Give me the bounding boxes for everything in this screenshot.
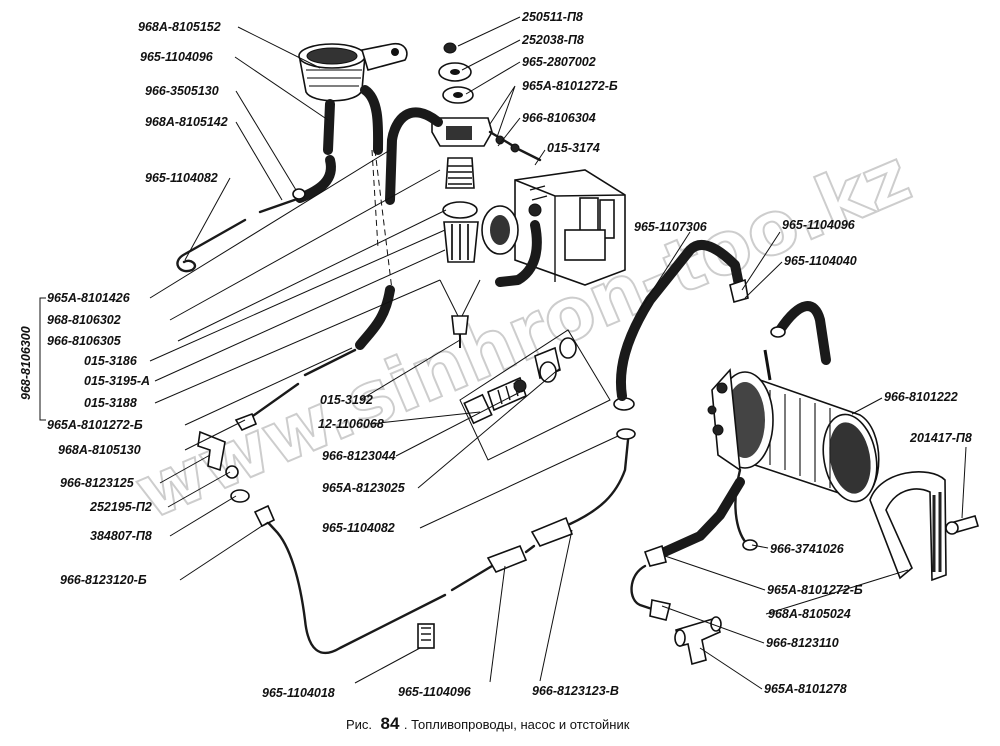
- labels-right: 965-1104096 965-1104040 966-8101222 2014…: [764, 218, 972, 696]
- part-label: 965-1104018: [262, 686, 335, 700]
- mounting-clamp: [869, 471, 979, 582]
- labels-bottom: 965-1104018 965-1104096 966-8123123-В: [262, 684, 619, 700]
- part-label: 965А-8101278: [764, 682, 847, 696]
- part-label: 968А-8105130: [58, 443, 141, 457]
- part-label: 968А-8105024: [768, 607, 851, 621]
- caption-number: 84: [381, 714, 400, 733]
- inset-box: [459, 329, 611, 461]
- part-label: 966-8106304: [522, 111, 596, 125]
- part-label: 966-8123110: [766, 636, 839, 650]
- part-label: 965А-8101272-Б: [767, 583, 863, 597]
- part-label: 015-3174: [547, 141, 600, 155]
- part-label: 015-3188: [84, 396, 137, 410]
- part-label: 252038-П8: [521, 33, 584, 47]
- part-label: 965-1104082: [145, 171, 218, 185]
- caption-text: . Топливопроводы, насос и отстойник: [404, 717, 630, 732]
- part-label: 966-8123123-В: [532, 684, 619, 698]
- pipe-loop: [176, 196, 302, 273]
- part-label: 968-8106302: [47, 313, 121, 327]
- part-label: 966-8101222: [884, 390, 958, 404]
- part-label: 965-1104082: [322, 521, 395, 535]
- sediment-filter: [431, 42, 493, 348]
- part-label: 015-3195-А: [84, 374, 150, 388]
- labels-top-right: 250511-П8 252038-П8 965-2807002 965А-810…: [521, 10, 618, 155]
- part-label: 966-3505130: [145, 84, 219, 98]
- part-label: 965-1104096: [140, 50, 214, 64]
- labels-left: 968А-8105152 965-1104096 966-3505130 968…: [19, 20, 228, 587]
- part-label: 965А-8101272-Б: [47, 418, 143, 432]
- part-label: 966-3741026: [770, 542, 845, 556]
- filter-cup: [298, 42, 408, 102]
- part-label: 965-1104096: [782, 218, 856, 232]
- part-label: 12-1106068: [318, 417, 384, 431]
- caption-prefix: Рис.: [346, 717, 372, 732]
- part-label: 965-1107306: [634, 220, 708, 234]
- part-label: 968А-8105142: [145, 115, 228, 129]
- part-label: 252195-П2: [89, 500, 152, 514]
- part-label: 965А-8101272-Б: [522, 79, 618, 93]
- part-label: 965-2807002: [522, 55, 596, 69]
- group-label: 968-8106300: [19, 326, 33, 400]
- tee-fitting-left: [197, 430, 250, 503]
- rubber-pad: [417, 623, 435, 649]
- fuel-pump: [481, 169, 626, 286]
- part-label: 250511-П8: [521, 10, 583, 24]
- part-label: 965-1104040: [784, 254, 857, 268]
- part-label: 965А-8101426: [47, 291, 131, 305]
- part-label: 965-1104096: [398, 685, 472, 699]
- labels-center: 015-3192 12-1106068 966-8123044 965А-812…: [318, 220, 708, 535]
- part-label: 015-3186: [84, 354, 138, 368]
- part-label: 966-8123120-Б: [60, 573, 147, 587]
- part-label: 968А-8105152: [138, 20, 221, 34]
- part-label: 201417-П8: [909, 431, 972, 445]
- part-label: 965А-8123025: [322, 481, 406, 495]
- figure-caption: Рис. 84 . Топливопроводы, насос и отстой…: [346, 714, 630, 733]
- bottom-fuel-line: [260, 514, 447, 654]
- part-label: 384807-П8: [90, 529, 152, 543]
- tee-fitting-right: [674, 616, 722, 666]
- leader-lines: [39, 16, 967, 690]
- part-label: 966-8123044: [322, 449, 396, 463]
- part-label: 966-8123125: [60, 476, 135, 490]
- electric-fuel-pump: [707, 349, 880, 503]
- part-label: 966-8106305: [47, 334, 122, 348]
- part-label: 015-3192: [320, 393, 373, 407]
